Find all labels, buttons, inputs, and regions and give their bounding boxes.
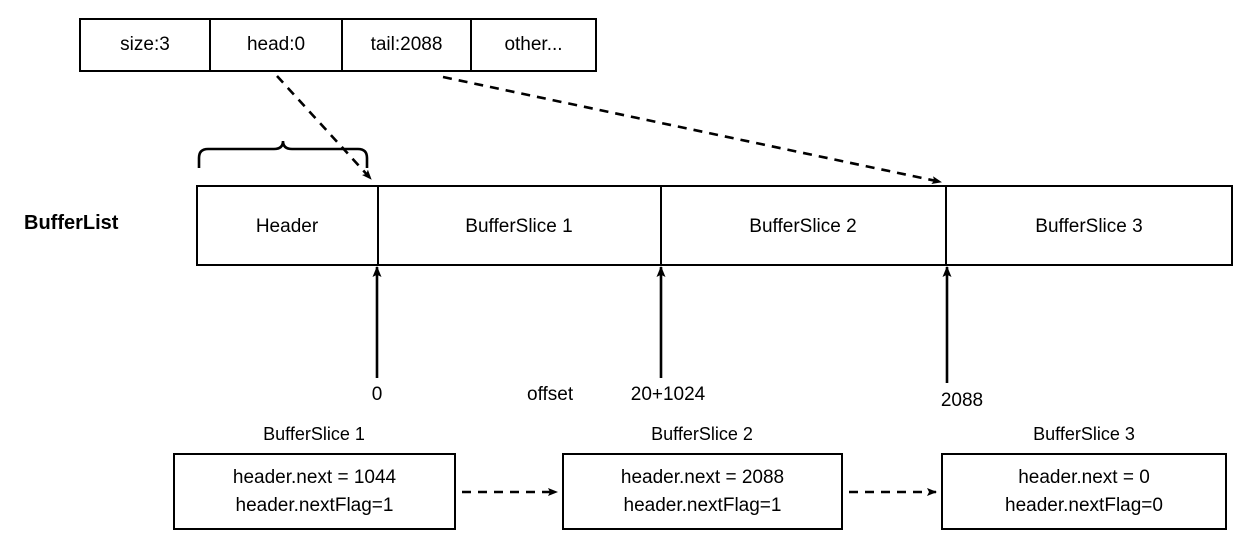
offset-label-0: 0 bbox=[371, 384, 383, 405]
header-cell-tail-label: tail:2088 bbox=[370, 34, 443, 55]
offset-label-2088: 2088 bbox=[940, 390, 984, 411]
bufferlist-divider-1 bbox=[377, 185, 379, 266]
header-cell-size: size:3 bbox=[79, 18, 211, 72]
node-caption-bufferslice-1: BufferSlice 1 bbox=[263, 424, 365, 444]
offset-label-20-1024: 20+1024 bbox=[630, 384, 706, 405]
node-2-line-2: header.nextFlag=1 bbox=[623, 494, 782, 516]
node-2-line-1: header.next = 2088 bbox=[620, 466, 785, 488]
header-cell-size-label: size:3 bbox=[120, 34, 170, 55]
node-caption-bufferslice-2: BufferSlice 2 bbox=[651, 424, 753, 444]
bufferlist-strip bbox=[196, 185, 1233, 266]
tail-pointer-arrow bbox=[442, 75, 942, 185]
header-cell-head-label: head:0 bbox=[246, 34, 306, 55]
header-span-brace bbox=[197, 140, 369, 168]
node-box-bufferslice-3: header.next = 0 header.nextFlag=0 bbox=[941, 453, 1227, 530]
segment-label-bufferslice-3: BufferSlice 3 bbox=[1035, 216, 1143, 237]
node-box-bufferslice-2: header.next = 2088 header.nextFlag=1 bbox=[562, 453, 843, 530]
node-1-line-1: header.next = 1044 bbox=[232, 466, 397, 488]
segment-label-header: Header bbox=[255, 216, 319, 237]
header-cell-other: other... bbox=[470, 18, 597, 72]
node-3-line-1: header.next = 0 bbox=[1018, 466, 1150, 488]
header-cell-head: head:0 bbox=[209, 18, 343, 72]
node-3-line-2: header.nextFlag=0 bbox=[1005, 494, 1163, 516]
segment-label-bufferslice-2: BufferSlice 2 bbox=[749, 216, 857, 237]
node-caption-bufferslice-3: BufferSlice 3 bbox=[1033, 424, 1135, 444]
header-cell-other-label: other... bbox=[504, 34, 563, 55]
bufferlist-divider-2 bbox=[660, 185, 662, 266]
offset-word-label: offset bbox=[527, 384, 574, 405]
node-1-line-2: header.nextFlag=1 bbox=[235, 494, 394, 516]
bufferlist-title: BufferList bbox=[24, 212, 119, 234]
bufferlist-divider-3 bbox=[945, 185, 947, 266]
head-pointer-arrow bbox=[276, 75, 372, 180]
header-cell-tail: tail:2088 bbox=[341, 18, 472, 72]
segment-label-bufferslice-1: BufferSlice 1 bbox=[465, 216, 573, 237]
node-box-bufferslice-1: header.next = 1044 header.nextFlag=1 bbox=[173, 453, 456, 530]
